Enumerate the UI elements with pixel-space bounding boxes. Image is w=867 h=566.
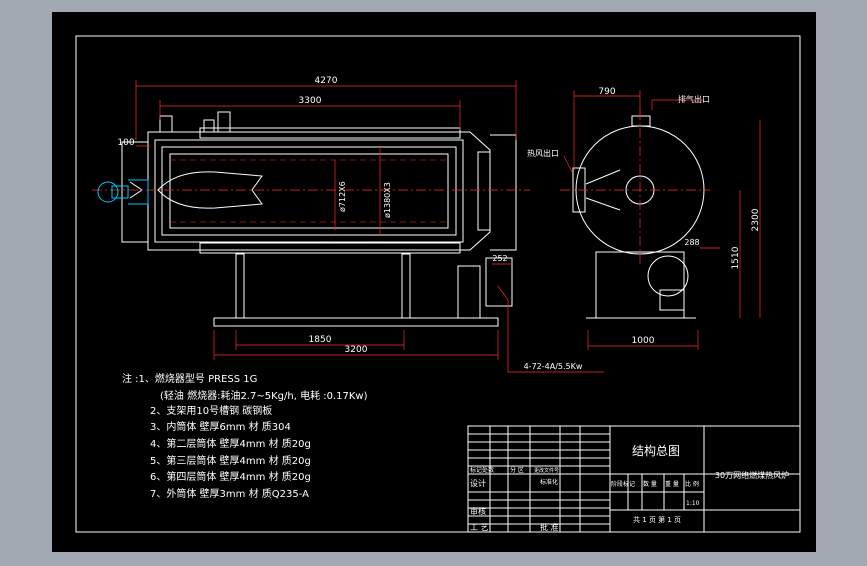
burner — [97, 179, 149, 205]
note-5: 5、第三层筒体 壁厚4mm 材 质20g — [150, 454, 311, 467]
note-6: 6、第四层筒体 壁厚4mm 材 质20g — [150, 470, 311, 483]
sheet-background — [52, 12, 816, 552]
tb-standardize: 标准化 — [540, 478, 558, 486]
side-dimension-text: 790 1000 288 2300 1510 — [598, 87, 761, 346]
dim-left-offset: 100 — [117, 138, 134, 148]
tb-stage: 阶段标记 — [611, 480, 635, 488]
title-block-text: 结构总图 30万网络燃煤热风炉 标记处数 分 区 更改文件号 设计 标准化 阶段… — [470, 443, 789, 532]
heat-fins — [170, 159, 448, 223]
dim-base-length: 3200 — [345, 345, 368, 355]
side-dimensions — [563, 90, 761, 350]
drawing-title: 结构总图 — [632, 443, 680, 458]
front-dimension-text: 4270 3300 100 1850 3200 252 4-72-4A/5.5K… — [117, 76, 582, 371]
dim-total-height: 2300 — [751, 208, 761, 231]
outer-shell — [147, 131, 491, 251]
product-name: 30万网络燃煤热风炉 — [715, 470, 789, 480]
exhaust-outlet-label: 排气出口 — [678, 94, 710, 104]
end-cap — [477, 151, 491, 231]
hot-air-outlet-label: 热风出口 — [527, 148, 559, 158]
top-stub-2 — [203, 119, 215, 133]
note-7: 7、外筒体 壁厚3mm 材 质Q235-A — [150, 487, 309, 500]
tb-scale: 1:10 — [686, 500, 700, 507]
tb-approve: 批 准 — [540, 522, 559, 532]
layer-2-shell — [169, 153, 449, 229]
note-4: 4、第二层筒体 壁厚4mm 材 质20g — [150, 437, 311, 450]
top-rib-band — [199, 127, 461, 139]
dim-inner-length: 3300 — [299, 96, 322, 106]
note-1b: (轻油 燃烧器:耗油2.7~5Kg/h, 电耗 :0.17Kw) — [160, 389, 368, 402]
notes-block: 注 :1、燃烧器型号 PRESS 1G (轻油 燃烧器:耗油2.7~5Kg/h,… — [122, 372, 368, 500]
front-dimensions — [135, 80, 604, 373]
fan-housing — [457, 265, 481, 319]
dim-tube-inner: ø712X6 — [338, 181, 347, 212]
tb-row1-c: 更改文件号 — [534, 467, 559, 474]
flame-chamber — [157, 171, 263, 209]
top-stub-3 — [217, 111, 231, 133]
dim-side-base: 1000 — [632, 336, 655, 346]
dim-tube-outer: ø1380X3 — [383, 182, 392, 218]
tb-sheet-info: 共 1 页 第 1 页 — [633, 515, 681, 524]
tb-review: 审核 — [470, 506, 486, 516]
tb-row1-b: 分 区 — [510, 466, 524, 474]
layer-4-shell — [154, 139, 464, 243]
dim-overall-length: 4270 — [315, 76, 338, 86]
dim-fan-offset: 252 — [492, 254, 507, 263]
hot-air-duct — [585, 169, 621, 211]
base-frame — [213, 317, 499, 327]
dim-side-offset: 790 — [598, 87, 615, 97]
note-1: 注 :1、燃烧器型号 PRESS 1G — [122, 372, 257, 385]
drawing-border — [75, 35, 801, 533]
bottom-rib-band — [199, 242, 461, 254]
tb-qty: 数 量 — [643, 480, 657, 488]
fan-model-label: 4-72-4A/5.5Kw — [524, 362, 583, 371]
fan-motor — [485, 257, 513, 307]
note-2: 2、支架用10号槽钢 碳钢板 — [150, 404, 272, 417]
note-3: 3、内筒体 壁厚6mm 材 质304 — [150, 420, 291, 433]
exhaust-stub — [631, 115, 651, 127]
top-stub-1 — [159, 115, 173, 133]
tb-process: 工 艺 — [470, 523, 489, 532]
fan-leader — [497, 285, 604, 373]
side-view — [572, 115, 705, 319]
fan-base — [659, 289, 685, 311]
rear-flange — [490, 134, 517, 251]
dim-support-span: 1850 — [309, 335, 332, 345]
tb-row1-a: 标记处数 — [470, 466, 494, 474]
front-view — [121, 111, 517, 327]
title-block — [467, 425, 801, 533]
tb-scale-header: 比 例 — [685, 480, 699, 488]
side-centerlines — [560, 110, 710, 264]
layer-3-shell — [161, 146, 457, 236]
outlet-labels: 排气出口 热风出口 — [527, 94, 710, 158]
tube-diameter-labels: ø712X6 ø1380X3 — [338, 181, 392, 218]
dim-center-height: 1510 — [731, 246, 741, 269]
tb-design: 设计 — [470, 478, 486, 488]
dim-fan-height: 288 — [684, 238, 699, 247]
tb-weight: 重 量 — [665, 480, 679, 488]
fan-impeller — [647, 255, 689, 297]
